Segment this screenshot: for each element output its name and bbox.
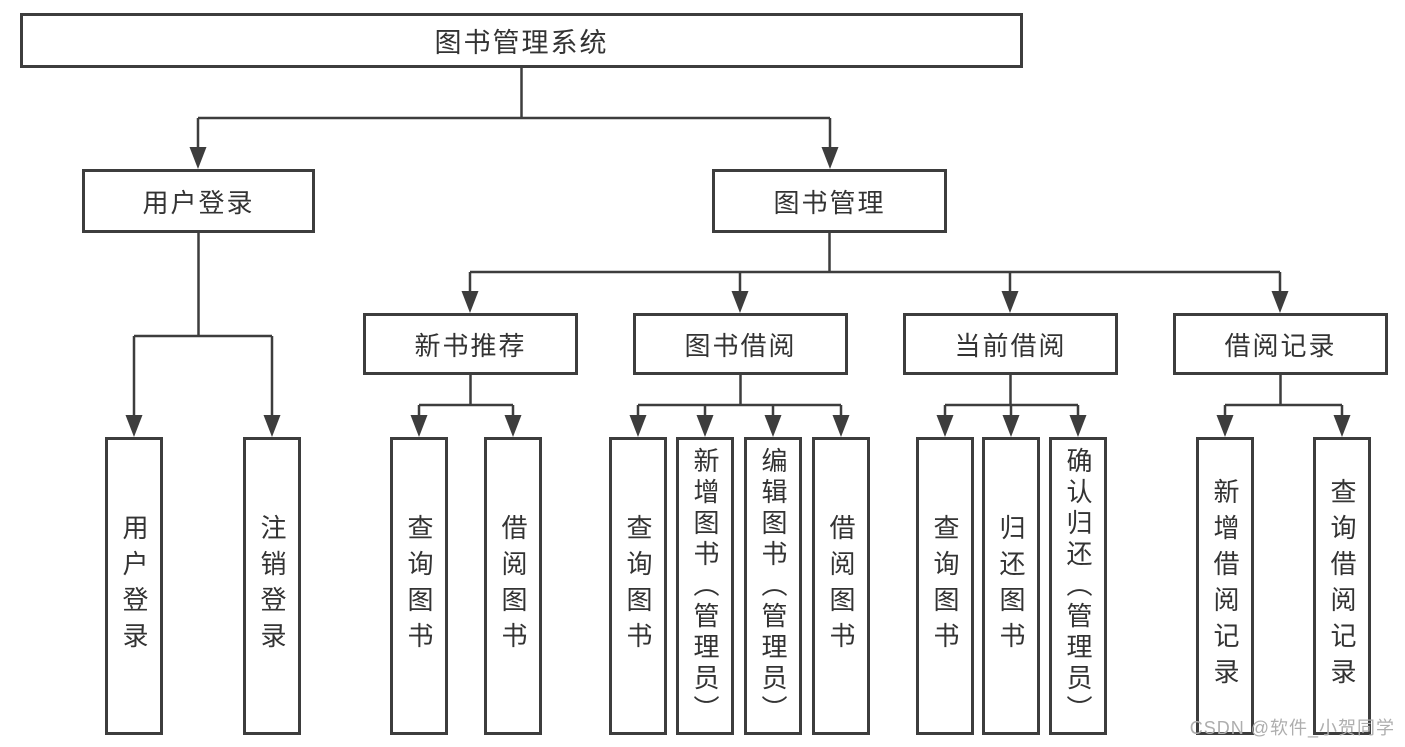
leaf-edit-book-admin: 编辑图书（管理员） [744, 437, 802, 735]
node-book-borrowing-label: 图书借阅 [684, 330, 797, 361]
leaf-edit-book-admin-label: 编辑图书（管理员） [758, 446, 788, 726]
leaf-query-books-recommend-label: 查询图书 [404, 514, 434, 658]
node-borrowing-records: 借阅记录 [1173, 313, 1388, 375]
leaf-return-books: 归还图书 [982, 437, 1040, 735]
leaf-user-login: 用户登录 [105, 437, 163, 735]
node-root: 图书管理系统 [20, 13, 1023, 68]
leaf-user-login-label: 用户登录 [119, 514, 149, 658]
node-root-label: 图书管理系统 [434, 28, 609, 58]
node-book-borrowing: 图书借阅 [633, 313, 848, 375]
leaf-query-books-current-label: 查询图书 [930, 514, 960, 658]
leaf-query-books-current: 查询图书 [916, 437, 974, 735]
leaf-query-books-borrow-label: 查询图书 [623, 514, 653, 658]
node-current-borrowing: 当前借阅 [903, 313, 1118, 375]
leaf-borrow-books-borrow: 借阅图书 [812, 437, 870, 735]
leaf-borrow-books-recommend-label: 借阅图书 [498, 514, 528, 658]
node-new-book-recommendation-label: 新书推荐 [414, 330, 527, 361]
leaf-borrow-books-recommend: 借阅图书 [484, 437, 542, 735]
node-user-login-group: 用户登录 [82, 169, 315, 233]
leaf-confirm-return-admin: 确认归还（管理员） [1049, 437, 1107, 735]
leaf-add-borrow-record-label: 新增借阅记录 [1210, 478, 1240, 694]
leaf-logout: 注销登录 [243, 437, 301, 735]
node-borrowing-records-label: 借阅记录 [1224, 330, 1337, 361]
node-user-login-group-label: 用户登录 [142, 187, 255, 218]
node-book-management-group: 图书管理 [712, 169, 947, 233]
leaf-query-borrow-record: 查询借阅记录 [1313, 437, 1371, 735]
watermark: CSDN @软件_小贺同学 [1189, 718, 1395, 738]
leaf-query-books-recommend: 查询图书 [390, 437, 448, 735]
leaf-add-book-admin-label: 新增图书（管理员） [690, 446, 720, 726]
node-current-borrowing-label: 当前借阅 [954, 330, 1067, 361]
leaf-logout-label: 注销登录 [257, 514, 287, 658]
node-book-management-group-label: 图书管理 [773, 187, 886, 218]
leaf-borrow-books-borrow-label: 借阅图书 [826, 514, 856, 658]
leaf-query-books-borrow: 查询图书 [609, 437, 667, 735]
leaf-confirm-return-admin-label: 确认归还（管理员） [1063, 446, 1093, 726]
leaf-add-borrow-record: 新增借阅记录 [1196, 437, 1254, 735]
node-new-book-recommendation: 新书推荐 [363, 313, 578, 375]
leaf-query-borrow-record-label: 查询借阅记录 [1327, 478, 1357, 694]
leaf-return-books-label: 归还图书 [996, 514, 1026, 658]
leaf-add-book-admin: 新增图书（管理员） [676, 437, 734, 735]
